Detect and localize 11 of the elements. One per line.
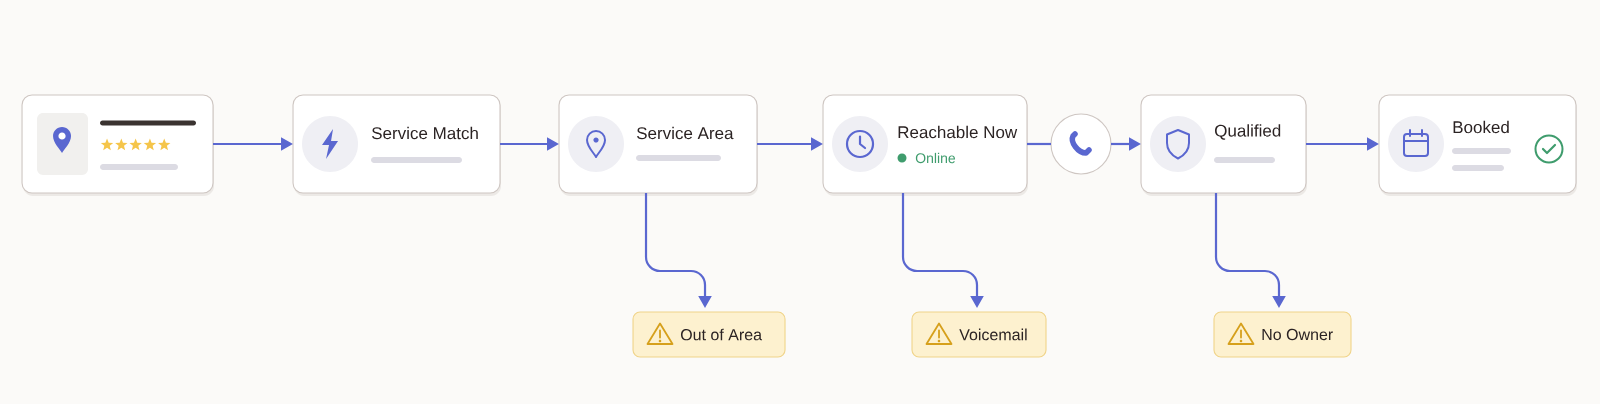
step-card: Service Area	[558, 94, 758, 196]
step-card: Booked	[1378, 94, 1577, 196]
step-card: Reachable Now Online	[822, 94, 1028, 196]
phone-icon	[1050, 113, 1112, 175]
warning-badge: Voicemail	[911, 311, 1047, 358]
step-card: Qualified	[1140, 94, 1307, 196]
connector-line	[1027, 142, 1051, 146]
warning-badge: Out of Area	[632, 311, 786, 358]
listing-card	[21, 94, 215, 196]
warning-badge: No Owner	[1213, 311, 1352, 358]
step-card: Service Match	[292, 94, 501, 196]
